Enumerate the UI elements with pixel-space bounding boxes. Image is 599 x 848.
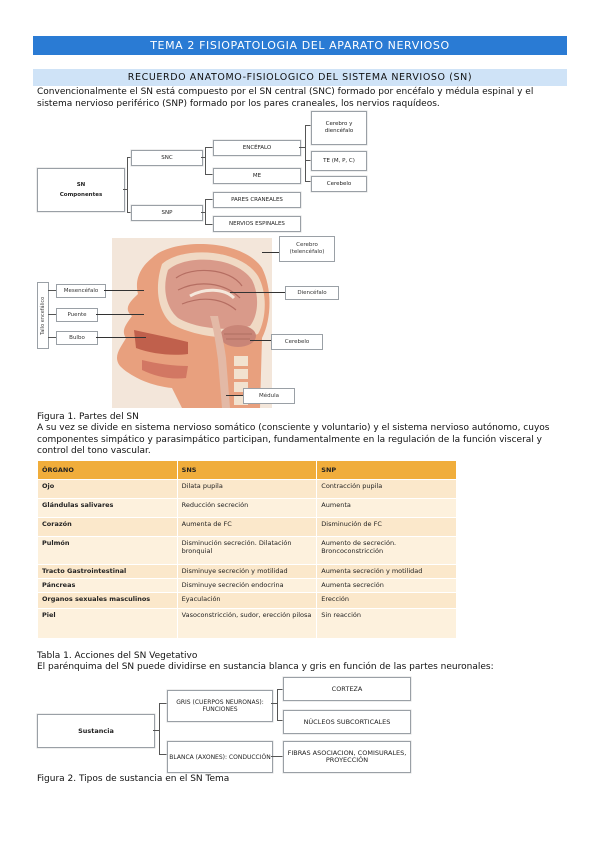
figure1-label-mesencefalo: Mesencéfalo: [56, 284, 106, 298]
table-cell: Disminuye secreción endocrina: [176, 578, 318, 593]
table1-caption: Tabla 1. Acciones del SN Vegetativo: [37, 651, 198, 661]
diagram1-nervios-espinales: NERVIOS ESPINALES: [213, 216, 301, 232]
figure1-label-cerebelo: Cerebelo: [271, 334, 323, 350]
diagram1-root: SN Componentes: [37, 168, 125, 212]
table-cell: Eyaculación: [176, 592, 318, 609]
table-row: Pulmón Disminución secreción. Dilatación…: [37, 536, 457, 565]
figure1-label-medula: Médula: [243, 388, 295, 404]
table-header-row: ÓRGANO SNS SNP: [37, 460, 457, 480]
brain-sagittal-image: [112, 238, 272, 408]
table-header-organo: ÓRGANO: [37, 460, 178, 480]
diagram1-snc: SNC: [131, 150, 203, 166]
diagram2-root: Sustancia: [37, 714, 155, 748]
diagram1-snp: SNP: [131, 205, 203, 221]
figure1-label-diencefalo: Diencéfalo: [285, 286, 339, 300]
diagram1-root-subtitle: Componentes: [59, 191, 103, 198]
diagram1-encefalo: ENCÉFALO: [213, 140, 301, 156]
diagram1-me: ME: [213, 168, 301, 184]
figure1-label-tallo-encefalico: Tallo encefálico: [37, 282, 49, 349]
table-header-sns: SNS: [176, 460, 318, 480]
table-row: Glándulas salivares Reducción secreción …: [37, 498, 457, 518]
figure1-label-bulbo: Bulbo: [56, 331, 98, 345]
table-row: Corazón Aumenta de FC Disminución de FC: [37, 517, 457, 537]
table-cell: Pulmón: [37, 536, 178, 565]
paragraph-autonomic: A su vez se divide en sistema nervioso s…: [37, 423, 550, 456]
document-title: TEMA 2 FISIOPATOLOGIA DEL APARATO NERVIO…: [33, 36, 567, 55]
table-cell: Sin reacción: [316, 608, 457, 639]
table-cell: Glándulas salivares: [37, 498, 178, 518]
table-cell: Disminución secreción. Dilatación bronqu…: [176, 536, 318, 565]
diagram1-te: TE (M, P, C): [311, 151, 367, 171]
table-cell: Tracto Gastrointestinal: [37, 564, 178, 579]
diagram2-nucleos: NÚCLEOS SUBCORTICALES: [283, 710, 411, 734]
table-cell: Disminuye secreción y motilidad: [176, 564, 318, 579]
table-cell: Erección: [316, 592, 457, 609]
diagram2-gris: GRIS (CUERPOS NEURONAS): FUNCIONES: [167, 690, 273, 722]
table-cell: Aumenta de FC: [176, 517, 318, 537]
table-cell: Aumento de secreción. Broncoconstricción: [316, 536, 457, 565]
table-row: Páncreas Disminuye secreción endocrina A…: [37, 578, 457, 593]
table-header-snp: SNP: [316, 460, 457, 480]
table-cell: Organos sexuales masculinos: [37, 592, 178, 609]
table-row: Piel Vasoconstricción, sudor, erección p…: [37, 608, 457, 639]
section-heading: RECUERDO ANATOMO-FISIOLOGICO DEL SISTEMA…: [33, 69, 567, 86]
paragraph-parenchyma: El parénquima del SN puede dividirse en …: [37, 662, 494, 672]
table-row: Organos sexuales masculinos Eyaculación …: [37, 592, 457, 609]
table-row: Ojo Dilata pupila Contracción pupila: [37, 479, 457, 499]
intro-paragraph: Convencionalmente el SN está compuesto p…: [37, 87, 534, 109]
table-cell: Aumenta: [316, 498, 457, 518]
figure1-label-puente: Puente: [56, 308, 98, 322]
table-cell: Páncreas: [37, 578, 178, 593]
diagram2-fibras: FIBRAS ASOCIACION, COMISURALES, PROYECCI…: [283, 741, 411, 773]
figure1-label-cerebro: Cerebro (telencéfalo): [279, 236, 335, 262]
brain-illustration: [112, 238, 272, 408]
table-cell: Contracción pupila: [316, 479, 457, 499]
autonomic-actions-table: ÓRGANO SNS SNP Ojo Dilata pupila Contrac…: [37, 460, 457, 639]
table-row: Tracto Gastrointestinal Disminuye secrec…: [37, 564, 457, 579]
diagram1-cerebelo: Cerebelo: [311, 176, 367, 192]
diagram2-blanca: BLANCA (AXONES): CONDUCCIÓN: [167, 741, 273, 773]
diagram1-root-title: SN: [76, 181, 86, 188]
diagram1-cerebro-diencefalo: Cerebro y diencéfalo: [311, 111, 367, 145]
table-cell: Corazón: [37, 517, 178, 537]
diagram2-corteza: CORTEZA: [283, 677, 411, 701]
table-cell: Aumenta secreción: [316, 578, 457, 593]
figure2-caption: Figura 2. Tipos de sustancia en el SN Te…: [37, 774, 230, 784]
figure1-caption: Figura 1. Partes del SN: [37, 412, 139, 422]
diagram1-pares-craneales: PARES CRANEALES: [213, 192, 301, 208]
table-cell: Dilata pupila: [176, 479, 318, 499]
table-cell: Ojo: [37, 479, 178, 499]
table-cell: Aumenta secreción y motilidad: [316, 564, 457, 579]
table-cell: Disminución de FC: [316, 517, 457, 537]
table-cell: Reducción secreción: [176, 498, 318, 518]
table-cell: Piel: [37, 608, 178, 639]
table-cell: Vasoconstricción, sudor, erección pilosa: [176, 608, 318, 639]
